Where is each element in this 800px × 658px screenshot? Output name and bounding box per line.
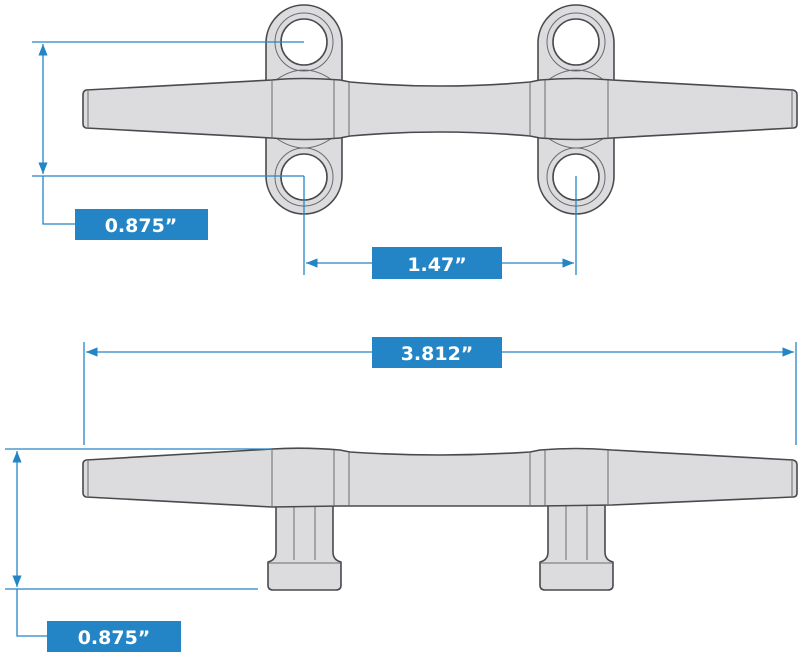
cleat-side-view	[82, 447, 798, 591]
dimension-overall-length: 3.812”	[83, 337, 797, 445]
cleat-top-view	[82, 4, 798, 215]
right-pedestal	[539, 504, 614, 591]
dimension-label-side-height: 0.875”	[78, 627, 151, 649]
cleat-horn-bar	[82, 77, 798, 141]
dimension-hole-spacing: 1.47”	[303, 176, 577, 279]
cleat-horn-side	[82, 447, 798, 508]
left-pedestal	[267, 504, 342, 591]
mounting-hole	[552, 18, 600, 66]
dimension-label-overall-length: 3.812”	[401, 343, 474, 365]
dimension-label-top-height: 0.875”	[105, 215, 178, 237]
dimension-side-height: 0.875”	[5, 448, 272, 652]
dimension-top-vertical: 0.875”	[32, 41, 304, 240]
dimension-label-hole-spacing: 1.47”	[407, 254, 466, 276]
